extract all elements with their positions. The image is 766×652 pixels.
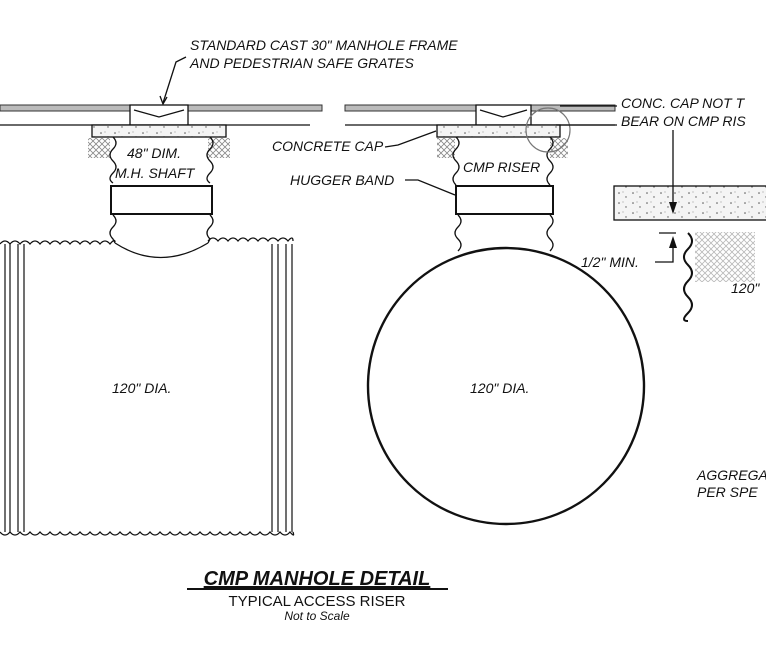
cmp-riser-label: CMP RISER bbox=[463, 159, 540, 175]
hugger-band-right bbox=[455, 185, 554, 215]
left-pipe-diameter: 120" DIA. bbox=[112, 380, 171, 396]
frame-label-line1: STANDARD CAST 30" MANHOLE FRAME bbox=[190, 37, 458, 53]
drawing-title: CMP MANHOLE DETAIL bbox=[204, 568, 431, 590]
aggregate-note-line2: PER SPE bbox=[697, 484, 758, 500]
detail-callout-circle bbox=[525, 107, 571, 153]
frame-label-line2: AND PEDESTRIAN SAFE GRATES bbox=[189, 55, 414, 71]
concrete-cap-left bbox=[91, 124, 227, 138]
drawing-subtitle: TYPICAL ACCESS RISER bbox=[229, 593, 406, 610]
shaft-label-line1: 48" DIM. bbox=[127, 145, 181, 161]
pipe-cross-section bbox=[366, 246, 646, 526]
cap-note-line1: CONC. CAP NOT T bbox=[621, 95, 746, 111]
cap-note-line2: BEAR ON CMP RIS bbox=[621, 113, 746, 129]
right-pipe-diameter: 120" DIA. bbox=[470, 380, 529, 396]
min-gap-label: 1/2" MIN. bbox=[581, 254, 639, 270]
concrete-cap-label: CONCRETE CAP bbox=[272, 138, 384, 154]
hugger-band-left bbox=[110, 185, 213, 215]
concrete-cap-right bbox=[436, 124, 561, 138]
aggregate-note-line1: AGGREGA bbox=[696, 467, 766, 483]
detail-diameter-label: 120" bbox=[731, 280, 760, 296]
cap-detail bbox=[613, 130, 766, 322]
scale-note: Not to Scale bbox=[284, 609, 350, 623]
shaft-label-line2: M.H. SHAFT bbox=[115, 165, 196, 181]
leaders bbox=[159, 56, 617, 196]
hugger-band-label: HUGGER BAND bbox=[290, 172, 394, 188]
right-manhole bbox=[366, 104, 646, 526]
left-manhole bbox=[0, 104, 295, 536]
